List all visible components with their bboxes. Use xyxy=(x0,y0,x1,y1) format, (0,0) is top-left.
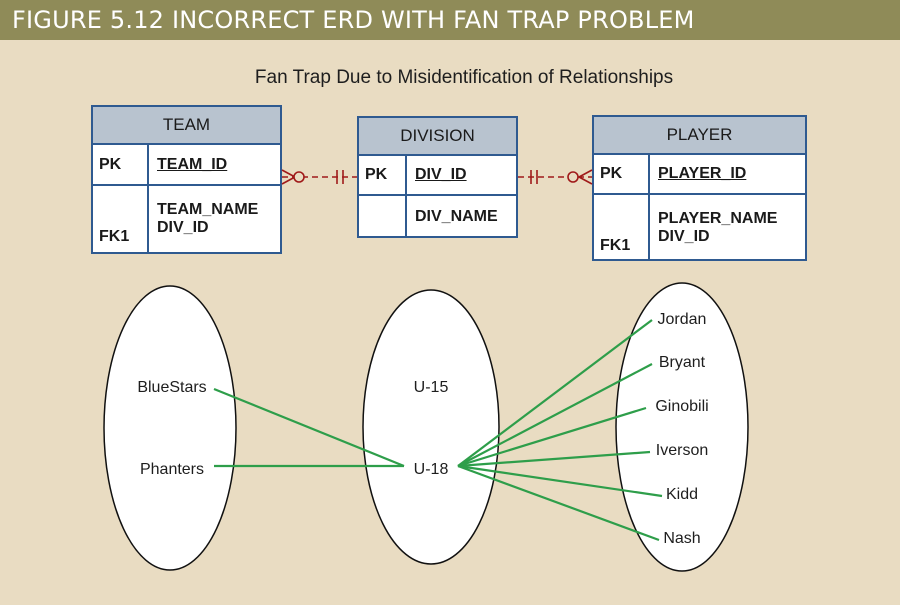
player-instance-iverson: Iverson xyxy=(656,442,708,459)
team-instance-bluestars: BlueStars xyxy=(137,379,206,396)
division-pk-label: PK xyxy=(359,156,407,194)
team-entity: TEAM PK TEAM_ID FK1 TEAM_NAME DIV_ID xyxy=(91,105,282,254)
team-pk-attr: TEAM_ID xyxy=(157,155,228,173)
division-pk-attr: DIV_ID xyxy=(415,166,467,183)
division-instance-u15: U-15 xyxy=(414,379,449,396)
player-pk-attr: PLAYER_ID xyxy=(658,165,747,182)
crowfoot-lower xyxy=(281,176,296,185)
player-fk-label: FK1 xyxy=(594,195,650,261)
team-pk-label: PK xyxy=(93,145,149,184)
player-attr-name: PLAYER_NAME xyxy=(658,210,778,227)
player-entity: PLAYER PK PLAYER_ID FK1 PLAYER_NAME DIV_… xyxy=(592,115,807,261)
player-instance-jordan: Jordan xyxy=(658,311,707,328)
crowfoot-upper-2 xyxy=(578,169,593,178)
team-attr-name: TEAM_NAME xyxy=(157,201,259,218)
division-player-relationship xyxy=(518,169,593,185)
player-instance-bryant: Bryant xyxy=(659,354,706,371)
divisions-set-ellipse xyxy=(362,289,500,565)
player-instance-ginobili: Ginobili xyxy=(655,398,708,415)
division-entity: DIVISION PK DIV_ID DIV_NAME xyxy=(357,116,518,238)
link-u-18-to-ginobili xyxy=(457,406,647,468)
team-fk-label: FK1 xyxy=(93,186,149,252)
figure-title: FIGURE 5.12 INCORRECT ERD WITH FAN TRAP … xyxy=(12,6,695,34)
player-instance-kidd: Kidd xyxy=(666,486,698,503)
division-entity-name: DIVISION xyxy=(359,118,516,156)
crowfoot-upper xyxy=(281,169,296,178)
player-pk-label: PK xyxy=(594,155,650,193)
figure-header: FIGURE 5.12 INCORRECT ERD WITH FAN TRAP … xyxy=(0,0,900,40)
diagram-subtitle: Fan Trap Due to Misidentification of Rel… xyxy=(254,67,674,88)
player-entity-name: PLAYER xyxy=(594,117,805,155)
player-attr-divid: DIV_ID xyxy=(658,228,710,245)
team-instance-phanters: Phanters xyxy=(140,461,204,478)
crowfoot-zero-circle-2 xyxy=(567,171,579,183)
players-set-ellipse xyxy=(615,282,749,572)
team-attr-divid: DIV_ID xyxy=(157,219,209,236)
link-u-18-to-iverson xyxy=(457,450,651,468)
player-instance-nash: Nash xyxy=(663,530,700,547)
link-u-18-to-bryant xyxy=(457,363,653,467)
instance-links xyxy=(213,319,663,542)
link-bluestars-to-u-18 xyxy=(213,387,405,468)
division-attr-name: DIV_NAME xyxy=(415,208,498,225)
link-u-18-to-nash xyxy=(457,464,660,542)
division-instance-u18: U-18 xyxy=(414,461,449,478)
crowfoot-lower-2 xyxy=(578,176,593,185)
crowfoot-zero-circle xyxy=(293,171,305,183)
team-entity-name: TEAM xyxy=(93,107,280,145)
division-key-empty xyxy=(359,196,407,238)
team-division-relationship xyxy=(281,169,357,185)
link-u-18-to-jordan xyxy=(457,319,653,467)
teams-set-ellipse xyxy=(103,285,237,571)
link-u-18-to-kidd xyxy=(457,464,663,498)
